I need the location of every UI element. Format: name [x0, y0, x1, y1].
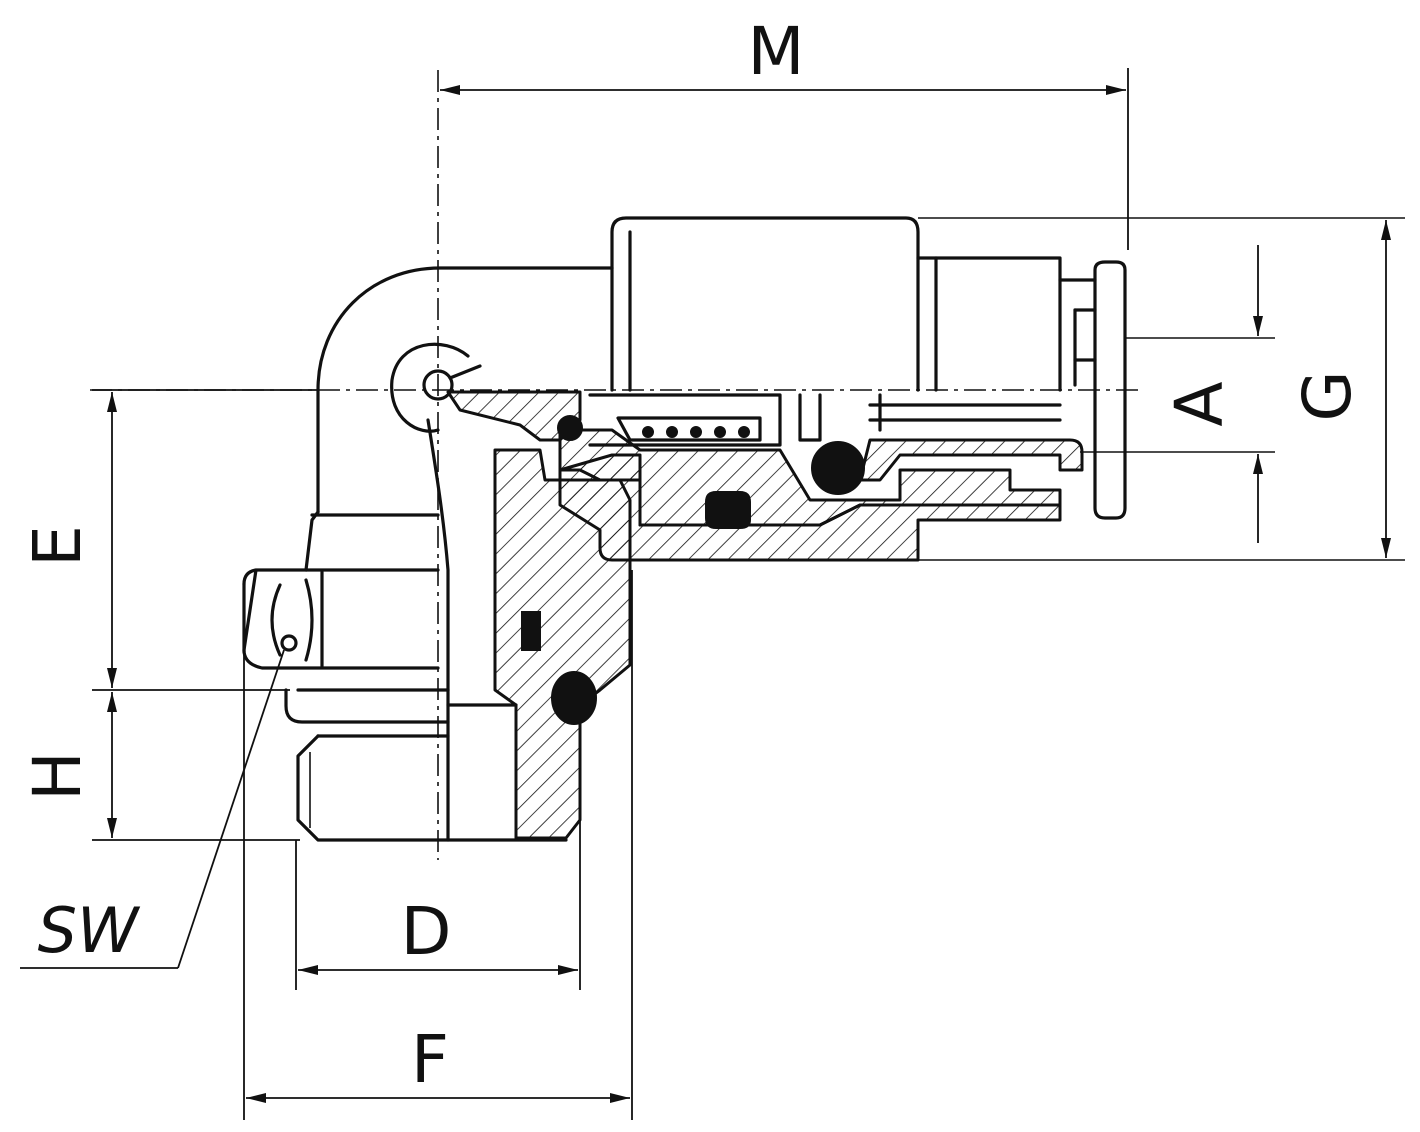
spring-cavity	[588, 393, 782, 447]
dimension-h: H	[19, 692, 300, 841]
m-label: M	[748, 13, 805, 90]
f-label: F	[411, 1021, 449, 1098]
spring-coil-1	[642, 426, 654, 438]
stem-section	[493, 448, 632, 840]
spring-coil-2	[666, 426, 678, 438]
collet-finger	[798, 393, 822, 442]
center-lines	[90, 70, 1140, 860]
stud-collar	[284, 688, 450, 724]
sw-leader-line	[177, 649, 285, 969]
dimension-a: A	[1161, 245, 1263, 543]
hex-flat-line	[304, 570, 324, 668]
h-label: H	[19, 751, 96, 801]
bore-circle	[422, 369, 454, 401]
push-in-body	[610, 216, 1405, 561]
hex-chamfer	[270, 583, 282, 657]
a-label: A	[1161, 381, 1238, 426]
tube-stop-lines	[868, 393, 1062, 432]
dimension-m: M	[440, 13, 1129, 250]
e-label: E	[19, 525, 96, 567]
d-label: D	[401, 893, 452, 970]
spring-sleeve	[616, 416, 762, 442]
seals	[521, 415, 865, 725]
elbow-outer-curve	[316, 266, 614, 514]
bore-tick	[448, 364, 482, 380]
dimension-g: G	[1289, 220, 1391, 558]
spring-coil-4	[714, 426, 726, 438]
sw-label: SW	[38, 894, 141, 967]
dimension-sw: SW	[20, 649, 285, 969]
dimension-f: F	[243, 570, 633, 1120]
thread-stud-outline	[296, 734, 568, 842]
spring-coil-5	[738, 426, 750, 438]
elbow-body	[304, 266, 614, 692]
insert-section-upper	[446, 390, 582, 442]
elbow-lower-left	[304, 510, 320, 572]
dimension-d: D	[295, 770, 581, 990]
dimension-e: E	[19, 389, 318, 691]
body-upper-outline	[610, 216, 1062, 392]
bore-swirl	[390, 342, 470, 433]
release-sleeve-section	[858, 438, 1084, 482]
section-hatching	[446, 390, 1084, 840]
g-label: G	[1289, 370, 1366, 421]
elbow-inner-curve	[426, 418, 450, 692]
spring-assembly	[588, 393, 1062, 447]
hex-nut	[242, 568, 568, 842]
main-o-ring	[811, 441, 865, 495]
release-ring[interactable]	[1093, 260, 1127, 520]
spring-coil-3	[690, 426, 702, 438]
sw-reference-point	[280, 634, 298, 652]
body-seal	[705, 491, 751, 529]
small-o-ring	[557, 415, 583, 441]
stud-o-ring	[551, 671, 597, 725]
thread-seal	[521, 611, 541, 651]
